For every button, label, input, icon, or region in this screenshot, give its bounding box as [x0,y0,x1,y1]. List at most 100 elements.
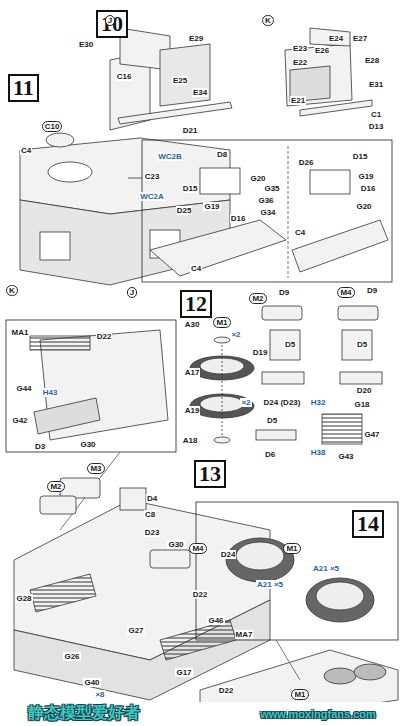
part-label: ×8 [94,690,105,699]
part-label: G40 [83,678,100,687]
callout-ref: J [127,287,137,298]
part-label: D22 [218,686,235,695]
part-label: H43 [42,388,59,397]
part-label: C16 [116,72,133,81]
part-label: D15 [352,152,369,161]
part-label: A21 ×5 [312,564,340,573]
part-label: G44 [15,384,32,393]
part-label: G42 [11,416,28,425]
part-label: G43 [337,452,354,461]
step-number: 12 [185,291,207,316]
callout-ref: M1 [291,689,308,700]
callout-ref: M2 [249,293,266,304]
part-label: D22 [192,590,209,599]
part-label: D3 [34,442,46,451]
part-label: E29 [188,34,204,43]
step-number-box: 14 [352,510,384,538]
part-label: H38 [310,448,327,457]
part-label: D16 [360,184,377,193]
callout-ref: M4 [189,543,206,554]
part-label: A21 ×5 [256,580,284,589]
part-label: C8 [144,510,156,519]
step-number-box: 13 [194,460,226,488]
part-label: G17 [175,668,192,677]
part-label: E28 [364,56,380,65]
part-label: E31 [368,80,384,89]
step-number-box: 11 [8,74,39,102]
part-label: WC2A [139,192,165,201]
part-label: D6 [264,450,276,459]
part-label: C23 [144,172,161,181]
part-label: D23 [144,528,161,537]
part-label: G28 [15,594,32,603]
part-label: E21 [290,96,306,105]
part-label: C4 [294,228,306,237]
part-label: D9 [366,286,378,295]
part-label: WC2B [157,152,183,161]
part-label: G47 [363,430,380,439]
part-label: D15 [182,184,199,193]
part-label: G35 [263,184,280,193]
callout-ref: K [6,285,18,296]
part-label: ×2 [240,398,251,407]
callout-ref: M1 [213,317,230,328]
watermark: 静态模型爱好者 [28,703,140,724]
callout-ref: J [105,15,115,26]
watermark: www.moxingfans.com [260,708,376,720]
part-label: G30 [79,440,96,449]
part-label: G34 [259,208,276,217]
part-label: D9 [278,288,290,297]
part-label: D26 [298,158,315,167]
part-label: G20 [249,174,266,183]
part-label: A30 [184,320,201,329]
callout-ref: C10 [42,121,63,132]
part-label: E23 [292,44,308,53]
part-label: E22 [292,58,308,67]
part-label: D5 [284,340,296,349]
part-label: MA1 [11,328,30,337]
part-label: C1 [370,110,382,119]
callout-ref: M2 [47,481,64,492]
part-label: D24 (D23) [263,398,302,407]
part-label: E26 [314,46,330,55]
part-label: G36 [257,196,274,205]
part-label: G20 [355,202,372,211]
part-label: G26 [63,652,80,661]
part-label: E25 [172,76,188,85]
part-label: D21 [182,126,199,135]
part-label: D22 [96,332,113,341]
part-label: D5 [266,416,278,425]
part-label: A19 [184,406,201,415]
part-label: A17 [184,368,201,377]
part-label: D5 [356,340,368,349]
part-label: G19 [203,202,220,211]
part-label: E30 [78,40,94,49]
part-label: G27 [127,626,144,635]
part-label: E27 [352,34,368,43]
callout-ref: K [262,15,274,26]
part-label: ×2 [230,330,241,339]
part-label: D16 [230,214,247,223]
part-label: D25 [176,206,193,215]
callout-ref: M1 [283,543,300,554]
part-label: D4 [146,494,158,503]
part-label: G46 [207,616,224,625]
part-label: D8 [216,150,228,159]
step-number: 14 [357,511,379,536]
callout-ref: M4 [337,287,354,298]
step-number: 11 [13,75,34,100]
part-label: D13 [368,122,385,131]
part-label: C4 [190,264,202,273]
part-label: D19 [252,348,269,357]
part-label: E24 [328,34,344,43]
part-label: G19 [357,172,374,181]
step-number-box: 12 [180,290,212,318]
part-label: H32 [310,398,327,407]
part-label: D20 [356,386,373,395]
part-label: A18 [182,436,199,445]
part-label: D24 [220,550,237,559]
part-label: C4 [20,146,32,155]
part-label: E34 [192,88,208,97]
callout-ref: M3 [87,463,104,474]
